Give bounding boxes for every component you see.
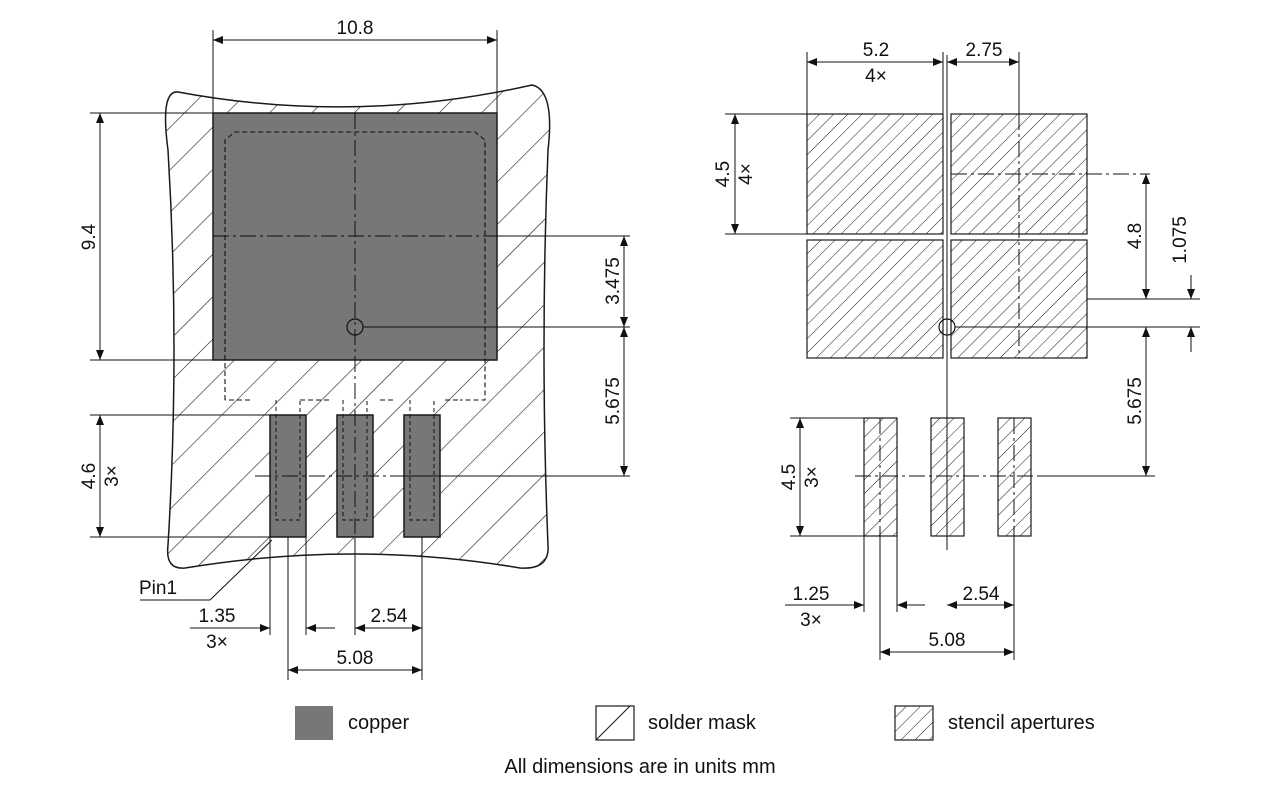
package-outline bbox=[224, 131, 486, 401]
stencil-aperture-1 bbox=[806, 113, 944, 235]
pin1-label: Pin1 bbox=[139, 578, 177, 599]
dim-width-10.8 bbox=[212, 30, 498, 113]
dim-label-pin-width: 1.35 bbox=[199, 606, 236, 627]
dim-right-pitch bbox=[947, 536, 1015, 660]
lead-outlines bbox=[275, 400, 435, 521]
dim-label-right-pin-length-mult: 3× bbox=[802, 466, 823, 488]
dim-height-9.4 bbox=[90, 112, 213, 361]
dim-label-aperture-pitch: 4.8 bbox=[1125, 223, 1146, 249]
dim-label-aperture-height-mult: 4× bbox=[736, 163, 757, 185]
dim-right-span bbox=[879, 536, 1014, 660]
legend: copper solder mask stencil apertures bbox=[295, 705, 1095, 741]
legend-copper-label: copper bbox=[348, 712, 409, 734]
dim-pin-length bbox=[90, 414, 270, 538]
stencil-aperture-3 bbox=[806, 239, 944, 359]
dim-label-pitch: 2.54 bbox=[371, 606, 408, 627]
dim-right-pin-length bbox=[790, 417, 864, 537]
dim-label-width: 10.8 bbox=[337, 18, 374, 39]
dim-label-pin-width-mult: 3× bbox=[206, 632, 228, 653]
dim-aperture-width bbox=[806, 52, 1020, 114]
footnote: All dimensions are in units mm bbox=[504, 756, 775, 778]
legend-stencil-swatch bbox=[894, 705, 934, 741]
dim-label-right-pitch: 2.54 bbox=[963, 584, 1000, 605]
dim-label-pin-length: 4.6 bbox=[79, 463, 100, 489]
dim-label-aperture-offset: 1.075 bbox=[1170, 216, 1191, 264]
dim-label-height: 9.4 bbox=[79, 223, 100, 250]
dim-label-right-pad-offset: 5.675 bbox=[1125, 377, 1146, 425]
dim-label-aperture-width: 5.2 bbox=[863, 40, 889, 61]
dim-aperture-pitch bbox=[955, 174, 1200, 477]
dim-label-right-span: 5.08 bbox=[929, 630, 966, 651]
dim-label-right-pin-length: 4.5 bbox=[779, 464, 800, 490]
right-view: 5.2 4× 2.75 4.5 4× 4.8 1.075 5.675 bbox=[713, 40, 1200, 660]
dim-label-offset: 3.475 bbox=[603, 257, 624, 305]
legend-solder-mask-hatch bbox=[595, 705, 631, 741]
dim-label-aperture-width-mult: 4× bbox=[865, 66, 887, 87]
dim-label-span: 5.08 bbox=[337, 648, 374, 669]
dim-span bbox=[287, 537, 422, 680]
dim-label-aperture-gap: 2.75 bbox=[966, 40, 1003, 61]
dim-label-pad-offset: 5.675 bbox=[603, 377, 624, 425]
dim-offset-3.475 bbox=[363, 235, 630, 477]
legend-stencil-label: stencil apertures bbox=[948, 712, 1095, 734]
dim-pitch bbox=[354, 537, 423, 680]
dim-pin-width bbox=[190, 537, 335, 635]
dim-right-pin-width bbox=[785, 536, 925, 612]
pin1-leader bbox=[209, 539, 273, 601]
legend-copper-swatch bbox=[295, 706, 333, 740]
dim-aperture-height bbox=[725, 113, 807, 235]
dim-label-right-pin-width: 1.25 bbox=[793, 584, 830, 605]
dim-label-right-pin-width-mult: 3× bbox=[800, 610, 822, 631]
legend-solder-mask-label: solder mask bbox=[648, 712, 757, 734]
left-view: 10.8 9.4 3.475 5.675 4.6 3× Pin1 bbox=[79, 18, 630, 680]
dim-label-aperture-height: 4.5 bbox=[713, 161, 734, 187]
dim-label-pin-length-mult: 3× bbox=[102, 465, 123, 487]
